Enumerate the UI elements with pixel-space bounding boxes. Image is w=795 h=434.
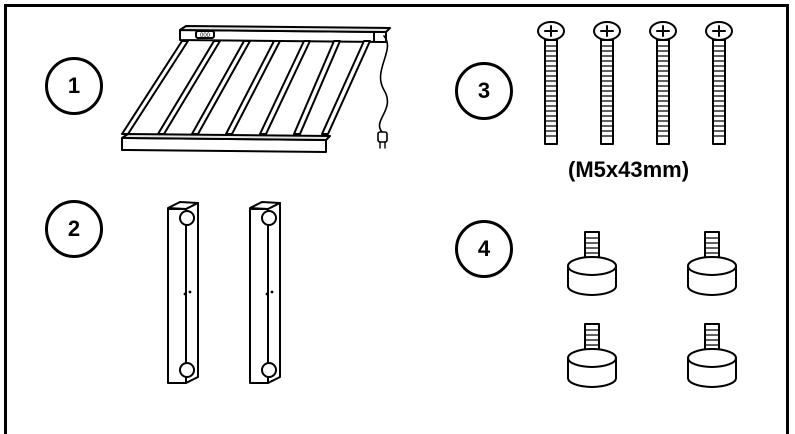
support-legs [167,201,281,384]
leveling-foot [567,231,617,296]
leveling-foot [687,323,737,388]
part-number-badge-1: 1 [45,57,103,115]
screw [649,21,677,145]
frame-lamp-label: 000 [200,33,211,39]
leveling-feet [567,231,737,388]
part-number-badge-3: 3 [455,62,513,120]
screw-size-label: (M5x43mm) [568,157,690,182]
part-number-badge-4: 4 [455,220,513,278]
screw [593,21,621,145]
screw [705,21,733,145]
support-leg [167,201,199,384]
towel-rack-frame: 000 [121,25,391,153]
leveling-foot [687,231,737,296]
parts-illustration: 000 [121,21,737,388]
support-leg [249,201,281,384]
screw [537,21,565,145]
part-number-badge-2: 2 [45,200,103,258]
leveling-foot [567,323,617,388]
screws [537,21,733,145]
